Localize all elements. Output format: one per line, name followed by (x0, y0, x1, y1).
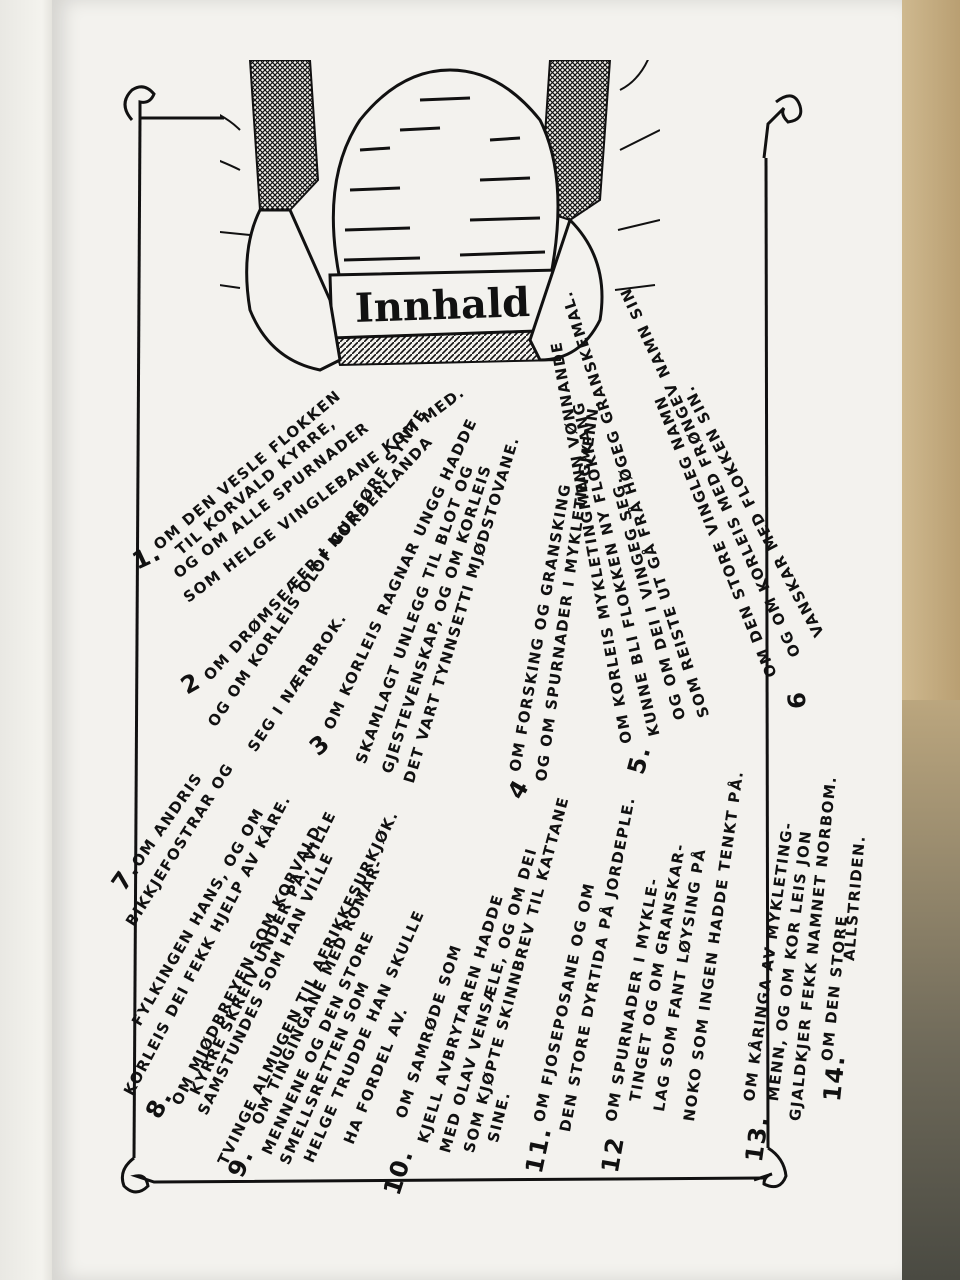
entry-6-number: 6 (782, 689, 812, 710)
ornamental-frame (120, 85, 803, 1194)
hands-holding-jar-illustration (220, 60, 660, 372)
jar-banner-title: Innhald (354, 278, 531, 333)
